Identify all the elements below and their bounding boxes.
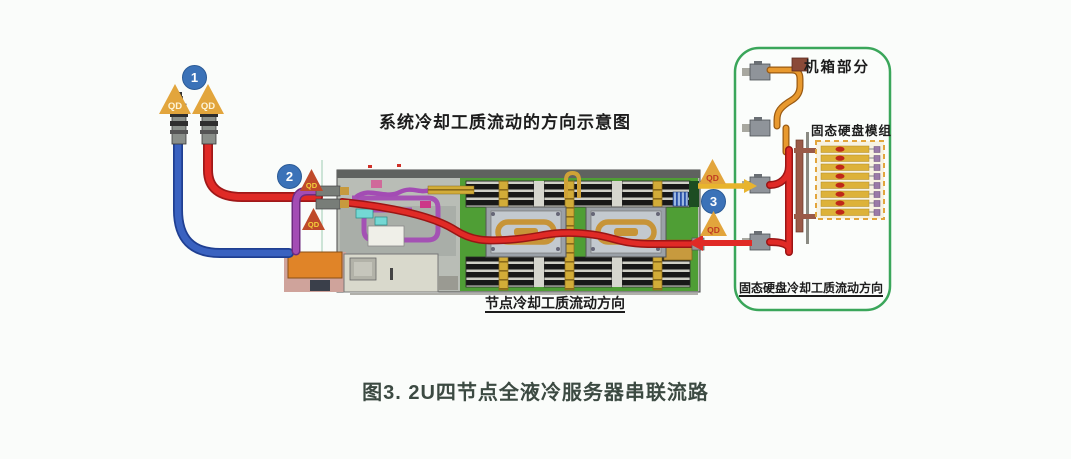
cold-supply-tube <box>173 139 294 258</box>
step-marker-3: 3 <box>701 189 726 214</box>
ssd-carrier-bracket <box>794 132 820 244</box>
diagram-title: 系统冷却工质流动的方向示意图 <box>379 113 631 132</box>
figure-caption: 图3. 2U四节点全液冷服务器串联流路 <box>362 382 709 404</box>
ssd-row <box>820 154 881 162</box>
ssd-inlet-arrow <box>698 179 757 193</box>
server-bottom-modules <box>284 251 458 293</box>
server-node-assembly <box>284 164 701 295</box>
step-marker-2: 2 <box>277 164 302 189</box>
server-io-section <box>340 180 475 256</box>
ssd-row <box>820 208 881 216</box>
pcb-edge-block <box>689 181 699 207</box>
ssd-row <box>820 190 881 198</box>
ssd-flow-label: 固态硬盘冷却工质流动方向 <box>738 281 883 295</box>
qd-coupling-node-inlet <box>315 185 349 197</box>
node-loop-top-tube <box>354 187 431 199</box>
ssd-row <box>820 145 881 153</box>
chassis-enclosure-box <box>733 46 892 312</box>
handle-hook <box>564 170 581 198</box>
qd-coupling-node-outlet <box>315 198 349 210</box>
ssd-row <box>820 181 881 189</box>
node-flow-label: 节点冷却工质流动方向 <box>485 295 625 311</box>
ssd-module-label: 固态硬盘模组 <box>811 124 893 138</box>
ssd-module-array <box>815 140 885 220</box>
ssd-outlet-arrow <box>688 235 752 251</box>
chassis-box-title: 机箱部分 <box>804 60 870 76</box>
step-marker-1: 1 <box>182 65 207 90</box>
ssd-row <box>820 163 881 171</box>
node-loop-tube <box>291 186 325 256</box>
server-internal-hose <box>338 198 700 248</box>
ssd-row <box>820 199 881 207</box>
heatsink-fins <box>672 191 689 207</box>
chassis-loop-tube-red <box>766 146 793 256</box>
orange-module <box>287 251 343 279</box>
ssd-row <box>820 172 881 180</box>
elbow-fitting <box>791 57 809 72</box>
hot-return-tube <box>203 139 323 202</box>
